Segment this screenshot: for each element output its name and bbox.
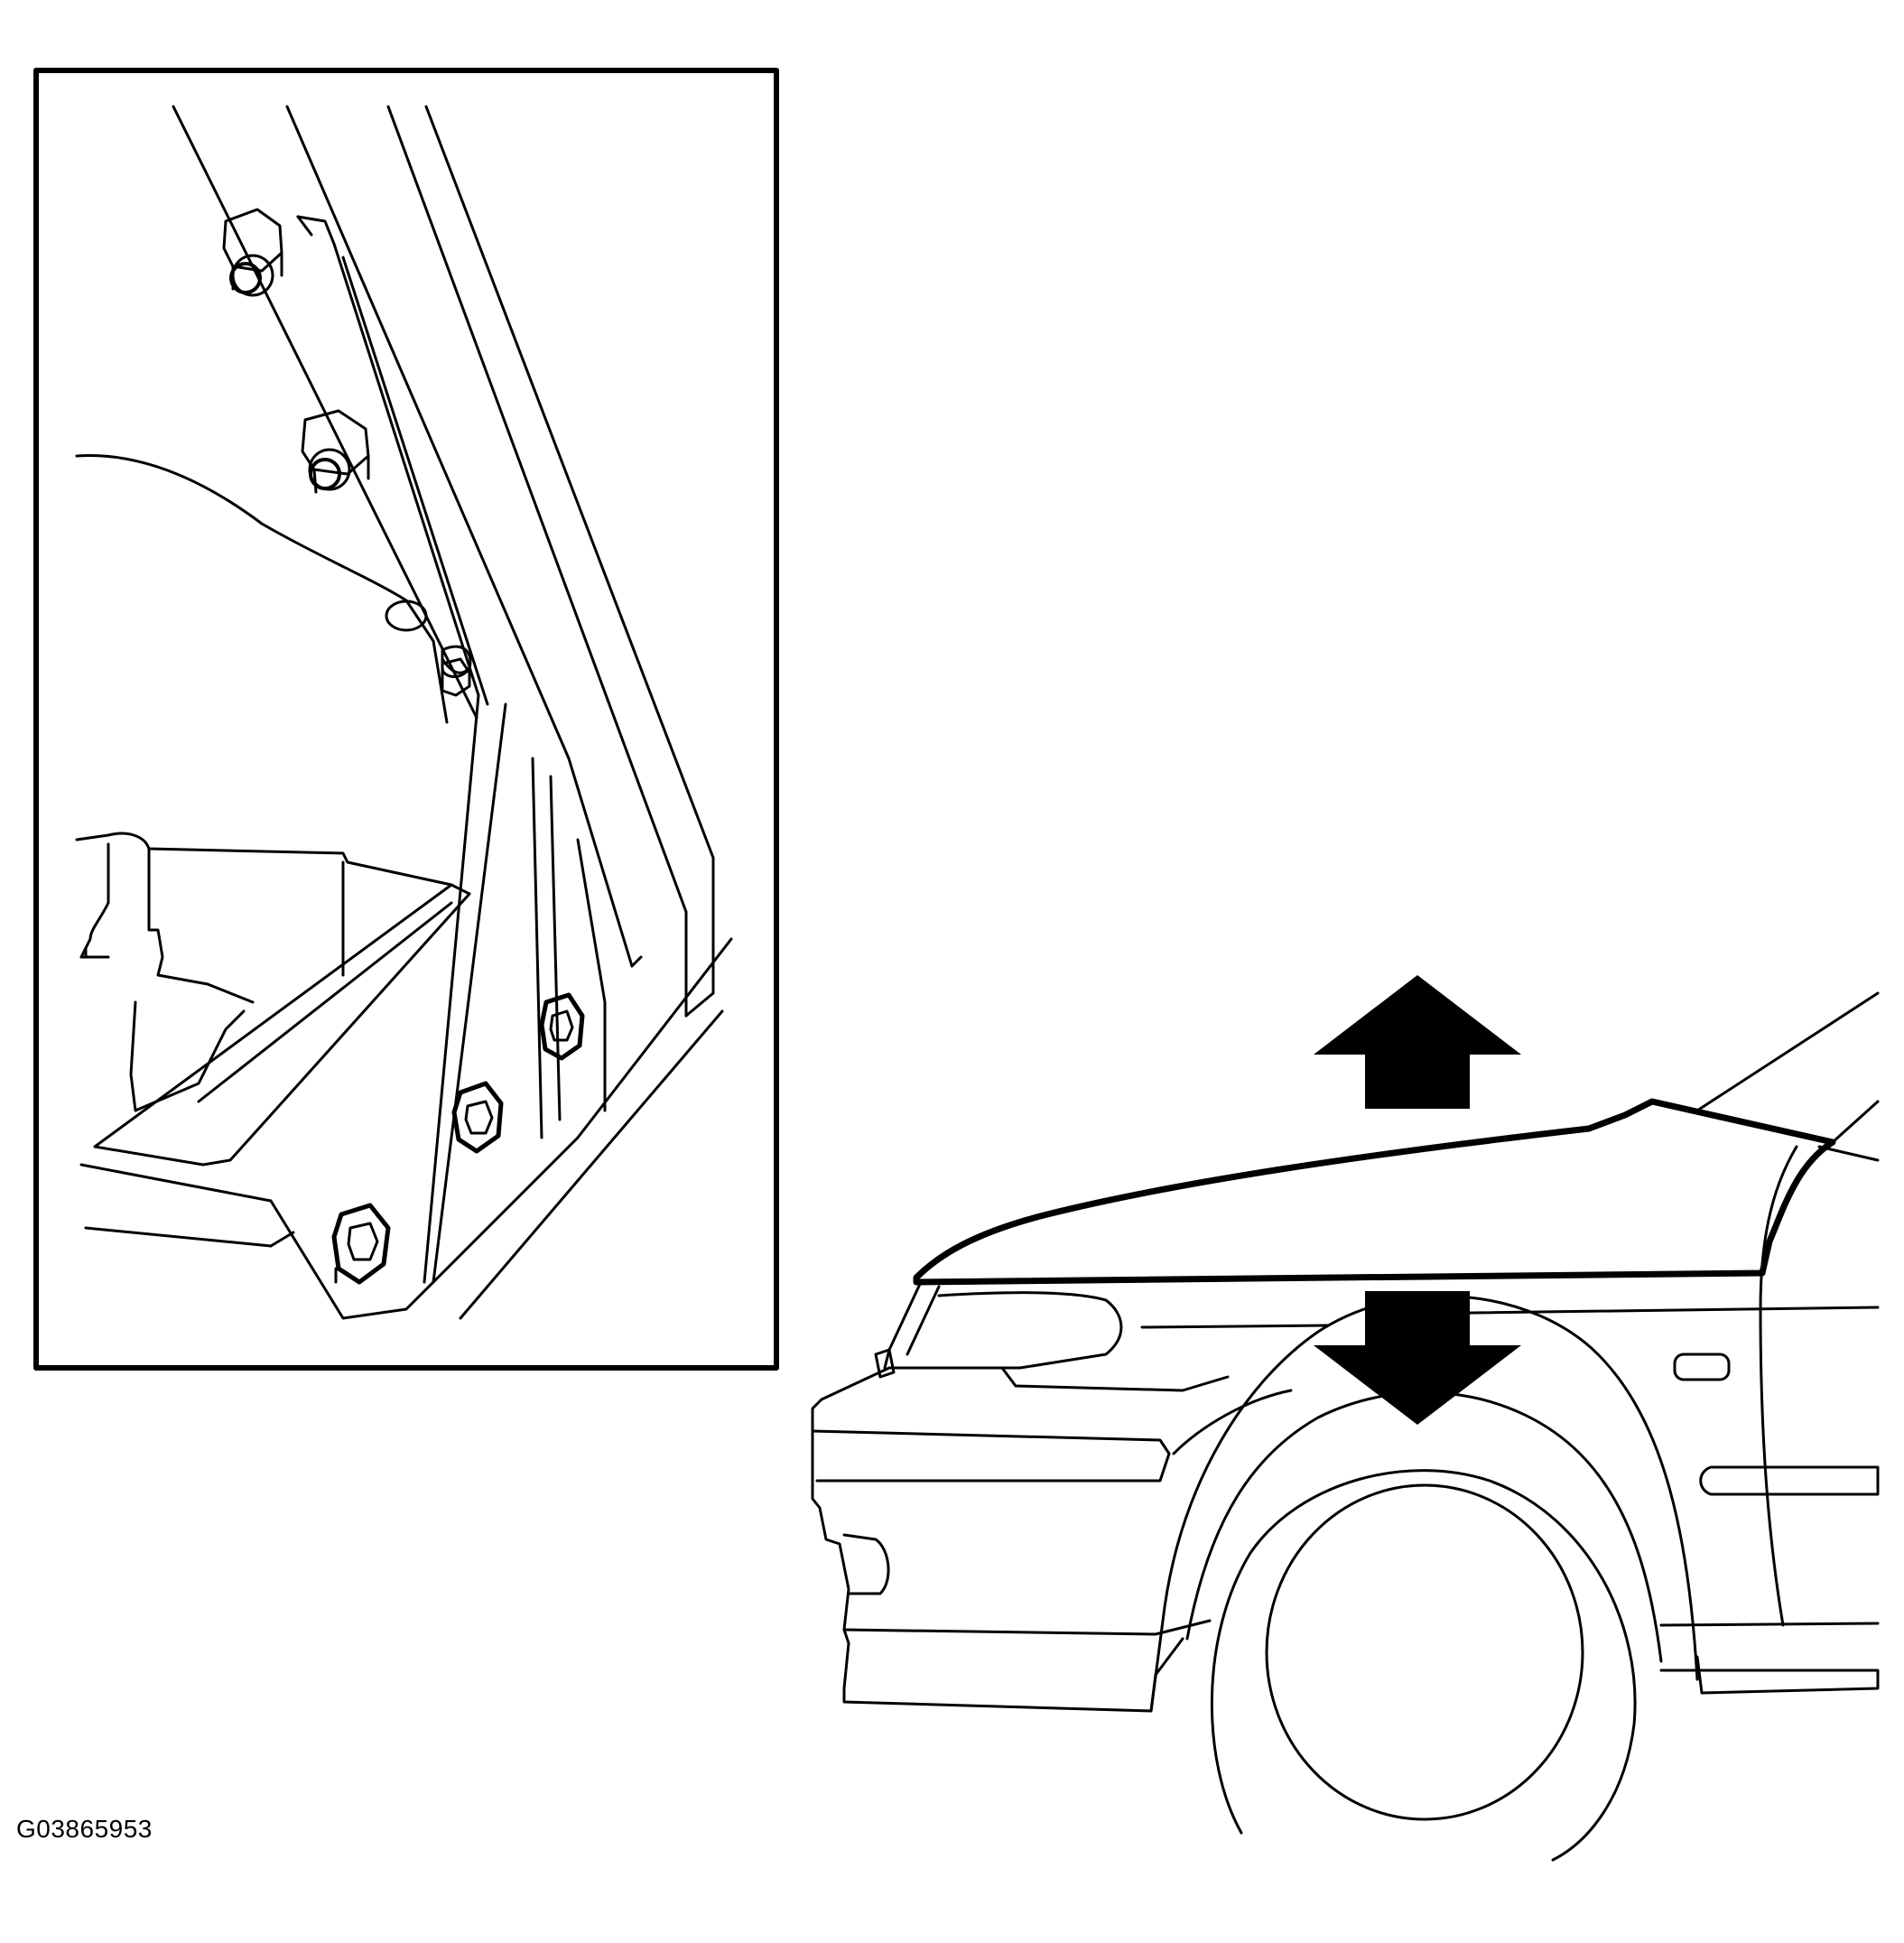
rocker-panel — [1659, 1622, 1880, 1695]
windshield-line — [1695, 991, 1880, 1112]
figure-id-label: G03865953 — [16, 1815, 153, 1843]
door-seam — [1759, 1145, 1798, 1627]
wheel-arch-inner — [1185, 1390, 1663, 1663]
door-rub-strip — [1699, 1465, 1880, 1496]
fog-light — [842, 1533, 890, 1595]
arch-liner-edge — [1172, 1389, 1293, 1455]
inset-bolt-2 — [451, 1081, 504, 1154]
wheel-rim — [1265, 1483, 1584, 1821]
inset-floor-rail — [79, 883, 733, 1320]
bumper-lower-edge — [842, 1619, 1212, 1636]
inset-bracket — [296, 215, 607, 1284]
hood-seam-left-2 — [906, 1285, 941, 1356]
fender-character-line — [1140, 1324, 1329, 1329]
headlight-lower-edge — [1000, 1366, 1230, 1392]
a-pillar-line — [1831, 1100, 1880, 1144]
hood-latch-tab — [874, 1348, 896, 1379]
inset-frame — [33, 68, 779, 1371]
inset-engine-bay — [75, 832, 453, 1112]
inset-slot-hole — [385, 600, 428, 632]
arrow-up-icon — [1314, 975, 1521, 1109]
body-character-line — [1407, 1306, 1880, 1315]
cowl-line — [1817, 1145, 1880, 1162]
side-marker-lamp — [1673, 1353, 1731, 1381]
inset-bolt-1 — [331, 1203, 391, 1285]
inset-nut-middle — [301, 409, 370, 494]
front-bumper — [811, 1366, 1184, 1713]
inset-nut-upper — [222, 208, 283, 297]
inset-nut-lower — [441, 657, 471, 697]
inset-pillar — [172, 105, 715, 1018]
inset-bolt-3 — [539, 992, 585, 1061]
detail-inset — [33, 68, 779, 1371]
vehicle-front — [811, 991, 1880, 1862]
arrow-down-icon — [1314, 1291, 1521, 1425]
fender-outline — [913, 1098, 1836, 1286]
inset-arch-contour — [75, 454, 449, 724]
bumper-crease — [811, 1429, 1171, 1483]
headlight — [887, 1291, 1123, 1370]
lift-arrows — [1314, 975, 1521, 1425]
tire — [1210, 1469, 1637, 1862]
